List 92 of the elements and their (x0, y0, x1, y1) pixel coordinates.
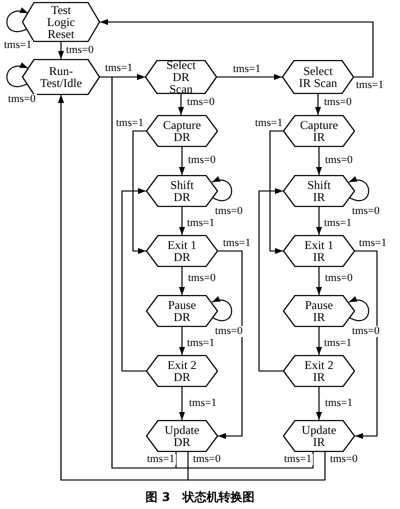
arrow (121, 188, 146, 372)
arrow (218, 250, 243, 439)
edge-label: tms=1 (186, 218, 216, 229)
edge-label: tms=0 (324, 155, 354, 166)
arrow (179, 147, 185, 175)
edge-label: tms=1 (104, 63, 134, 74)
edge-label: tms=1 (186, 338, 216, 349)
state-hexagon (22, 59, 100, 95)
state-label: Test Logic Reset (46, 4, 76, 40)
edge-label: tms=1 (323, 218, 353, 229)
state-hexagon (145, 60, 217, 94)
arrow (179, 267, 185, 295)
edge-label: tms=1 (323, 338, 353, 349)
arrow (179, 207, 185, 235)
state-hexagon (146, 420, 218, 452)
edge-label: tms=1 (283, 454, 313, 465)
state-label: Select IR Scan (298, 65, 338, 89)
arrow (348, 296, 370, 322)
state-label: Update DR (164, 424, 200, 448)
edge-label: tms=1 (3, 40, 33, 51)
state-hexagon (22, 2, 100, 42)
state-label: Exit 1 IR (304, 239, 334, 263)
state-hexagon (146, 175, 218, 207)
state-label: Select DR Scan (165, 59, 197, 95)
state-hexagon (283, 175, 355, 207)
state-label: Capture IR (300, 119, 338, 143)
arrow (58, 95, 326, 481)
arrow (212, 176, 232, 202)
arrow (179, 387, 185, 420)
edge-label: tms=0 (187, 155, 217, 166)
arrow (315, 94, 321, 115)
state-hexagon (146, 355, 218, 387)
edge-label: tms=1 (355, 80, 385, 91)
edge-label: tms=1 (254, 118, 284, 129)
state-label: Exit 2 IR (304, 359, 334, 383)
arrow (316, 327, 322, 355)
state-hexagon (282, 60, 354, 94)
arrow (258, 188, 283, 372)
state-hexagon (283, 235, 355, 267)
arrow (269, 130, 283, 254)
state-label: Pause IR (304, 299, 334, 323)
state-label: Capture DR (163, 119, 201, 143)
state-label: Shift DR (169, 179, 195, 203)
state-label: Update IR (300, 424, 338, 448)
state-label: Exit 2 DR (166, 359, 198, 383)
edge-label: tms=0 (65, 45, 95, 56)
edge-label: tms=0 (192, 454, 222, 465)
arrow (58, 42, 64, 59)
edge-label: tms=0 (324, 273, 354, 284)
edge-label: tms=1 (324, 398, 354, 409)
edge-label: tms=0 (323, 97, 353, 108)
state-label: Exit 1 DR (166, 239, 198, 263)
figure-caption: 图 3 状态机转换图 (146, 490, 254, 504)
edge-label: tms=1 (188, 398, 218, 409)
state-hexagon (283, 295, 355, 327)
arrow (316, 207, 322, 235)
edge-label: tms=1 (146, 454, 176, 465)
edge-label: tms=0 (351, 206, 381, 217)
state-hexagon (146, 115, 218, 147)
state-hexagon (283, 355, 355, 387)
arrow (6, 8, 28, 32)
edge-label: tms=0 (214, 206, 244, 217)
arrow (316, 387, 322, 420)
edge-label: tms=0 (329, 454, 359, 465)
arrow (6, 63, 28, 88)
arrow (100, 19, 374, 78)
edge-label: tms=0 (214, 326, 244, 337)
arrow (316, 267, 322, 295)
state-label: Pause DR (167, 299, 197, 323)
edge-label: tms=0 (7, 94, 37, 105)
edge-label: tms=0 (186, 97, 216, 108)
state-label: Run-Test/Idle (39, 65, 83, 89)
arrow (217, 74, 282, 80)
state-hexagon (283, 420, 355, 452)
arrow (132, 130, 146, 254)
state-hexagon (283, 115, 355, 147)
state-hexagon (146, 235, 218, 267)
edge-label: tms=1 (222, 238, 252, 249)
state-label: Shift IR (306, 179, 332, 203)
arrow (178, 94, 184, 115)
arrow (212, 296, 232, 322)
edge-label: tms=0 (187, 273, 217, 284)
edge-label: tms=1 (358, 238, 388, 249)
arrow (316, 147, 322, 175)
edge-label: tms=0 (351, 326, 381, 337)
arrow (355, 250, 378, 439)
edge-label: tms=1 (115, 118, 145, 129)
arrow (111, 74, 314, 469)
edge-label: tms=1 (232, 64, 262, 75)
arrow (179, 327, 185, 355)
arrow (348, 176, 370, 202)
state-hexagon (146, 295, 218, 327)
